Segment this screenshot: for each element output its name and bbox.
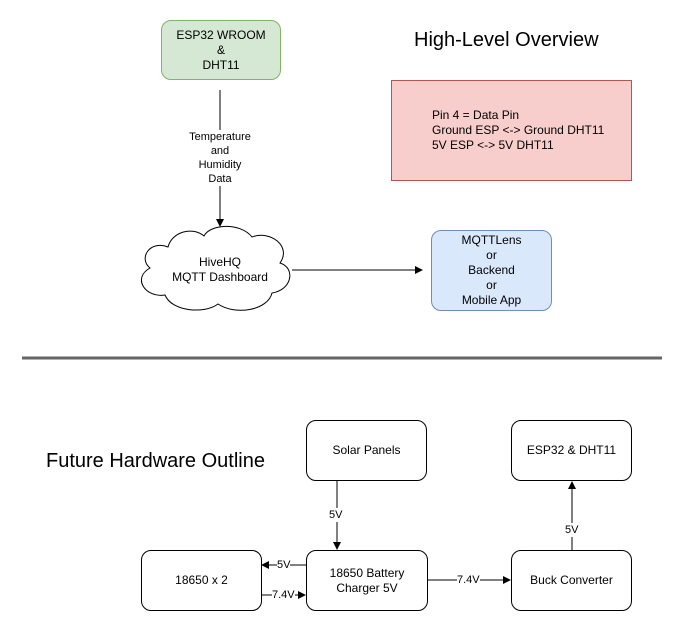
battery-charger-node: 18650 Battery Charger 5V (306, 550, 428, 611)
hive-node-line-1: HiveHQ (198, 255, 241, 269)
note-line-3: 5V ESP <-> 5V DHT11 (432, 138, 554, 152)
esp-node-line-1: ESP32 WROOM (176, 27, 266, 42)
batteries-node: 18650 x 2 (141, 550, 262, 611)
label-charger-to-buck: 7.4V (457, 573, 480, 587)
edge-label-line-1: Temperature (189, 131, 251, 143)
hive-node-line-2: MQTT Dashboard (172, 270, 268, 284)
client-line-2: or (486, 248, 497, 262)
client-line-1: MQTTLens (461, 233, 522, 247)
edge-label-temperature-humidity: Temperature and Humidity Data (180, 130, 260, 186)
pin-notes-box: Pin 4 = Data Pin Ground ESP <-> Ground D… (391, 80, 632, 181)
client-line-3: Backend (468, 263, 515, 277)
label-batteries-to-charger: 7.4V (272, 588, 295, 602)
batteries-label: 18650 x 2 (175, 573, 228, 587)
solar-label: Solar Panels (332, 443, 401, 457)
hive-cloud-shape (140, 225, 291, 311)
label-buck-to-esp: 5V (565, 523, 579, 537)
charger-line-1: 18650 Battery (329, 565, 405, 580)
edge-label-line-3: Humidity (198, 159, 242, 171)
edge-label-line-4: Data (208, 173, 232, 185)
buck-label: Buck Converter (530, 573, 613, 587)
note-line-2: Ground ESP <-> Ground DHT11 (432, 123, 605, 137)
esp-dht-label: ESP32 & DHT11 (526, 443, 617, 457)
charger-line-2: Charger 5V (336, 580, 398, 595)
esp32-dht11-node: ESP32 & DHT11 (511, 420, 632, 481)
hive-mqtt-node: HiveHQ MQTT Dashboard (150, 250, 290, 290)
client-node: MQTTLens or Backend or Mobile App (431, 230, 552, 311)
esp-node-line-3: DHT11 (202, 57, 240, 72)
esp-wroom-node: ESP32 WROOM & DHT11 (161, 20, 281, 80)
label-solar-to-charger: 5V (329, 508, 343, 522)
note-line-1: Pin 4 = Data Pin (432, 108, 520, 122)
overview-title: High-Level Overview (414, 29, 599, 51)
client-line-5: Mobile App (461, 293, 522, 307)
buck-converter-node: Buck Converter (511, 550, 632, 611)
edge-label-line-2: and (210, 145, 230, 157)
client-line-4: or (486, 278, 497, 292)
hardware-title: Future Hardware Outline (46, 450, 265, 472)
label-charger-to-batteries: 5V (277, 558, 291, 572)
esp-node-line-2: & (216, 42, 225, 57)
solar-panels-node: Solar Panels (306, 420, 427, 481)
